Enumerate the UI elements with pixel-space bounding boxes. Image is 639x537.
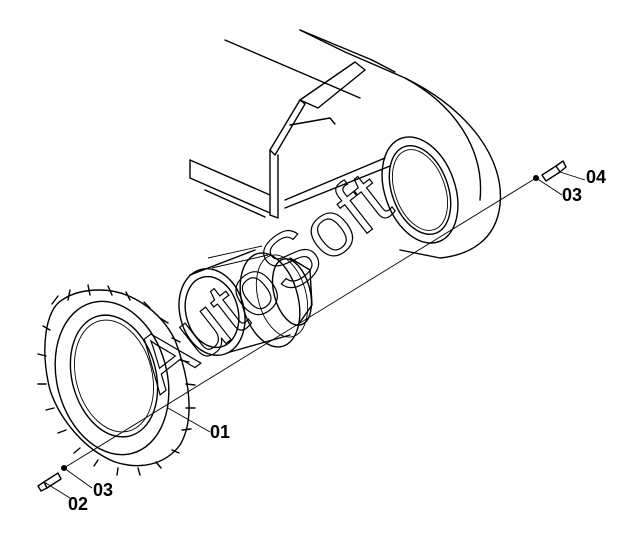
leader-01 xyxy=(167,407,211,433)
label-03-left: 03 xyxy=(93,480,113,500)
label-04: 04 xyxy=(586,167,606,187)
track-frame xyxy=(189,29,502,259)
label-01: 01 xyxy=(210,422,230,442)
drive-motor xyxy=(178,245,313,357)
leader-03-right xyxy=(535,177,563,196)
bolt-right xyxy=(541,160,567,182)
leader-02 xyxy=(43,481,71,499)
bolt-left xyxy=(37,472,62,492)
sprocket xyxy=(37,284,196,476)
watermark: AutoSoft xyxy=(116,155,406,409)
assembly-axis-line xyxy=(63,177,537,469)
label-02: 02 xyxy=(68,494,88,514)
leader-04 xyxy=(559,171,586,181)
label-03-right: 03 xyxy=(562,185,582,205)
leader-03-left xyxy=(63,467,93,489)
